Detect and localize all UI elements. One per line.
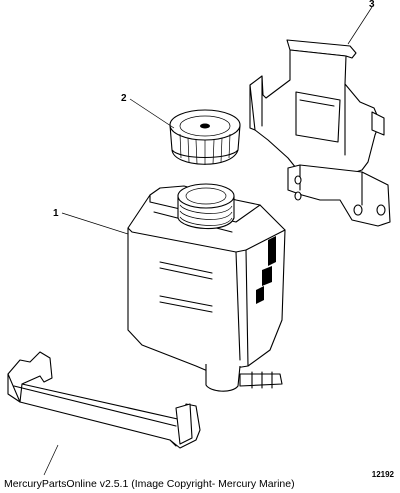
callout-2: 2 [121, 93, 127, 104]
reservoir-cap [169, 109, 241, 165]
retaining-strap [7, 351, 201, 449]
mounting-bracket [249, 39, 391, 227]
leader-lines [43, 6, 373, 476]
copyright-notice: MercuryPartsOnline v2.5.1 (Image Copyrig… [4, 478, 295, 490]
callout-1: 1 [53, 208, 59, 219]
callout-3: 3 [369, 0, 375, 10]
fluid-reservoir [127, 183, 286, 392]
figure-number: 12192 [371, 470, 394, 479]
